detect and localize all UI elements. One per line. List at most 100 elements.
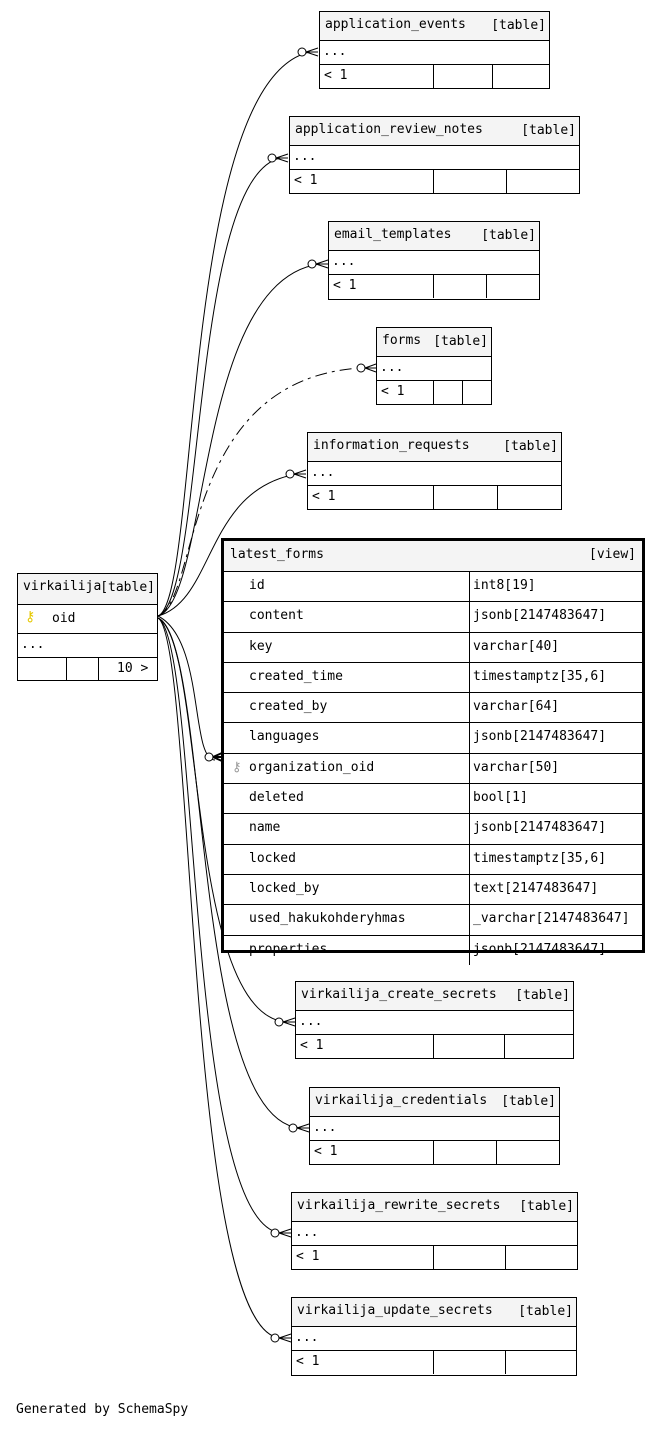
table-footer: < 1 xyxy=(292,1351,576,1374)
more-columns: ... xyxy=(377,357,491,381)
table-virkailija-create-secrets[interactable]: virkailija_create_secrets [table] ... < 1 xyxy=(295,981,574,1059)
table-name: information_requests xyxy=(313,438,470,453)
table-virkailija-update-secrets[interactable]: virkailija_update_secrets [table] ... < 1 xyxy=(291,1297,577,1376)
table-name: application_review_notes xyxy=(295,122,483,137)
table-kind: [table] xyxy=(515,988,570,1003)
column-name-cell: deleted xyxy=(224,784,470,814)
table-header: application_review_notes [table] xyxy=(290,117,579,146)
parents-count: < 1 xyxy=(296,1354,320,1369)
table-header: virkailija_rewrite_secrets [table] xyxy=(292,1193,577,1222)
footer-cell: < 1 xyxy=(292,1246,433,1269)
table-footer: < 1 xyxy=(377,381,491,404)
column-type-cell: jsonb[2147483647] xyxy=(470,602,642,631)
table-header: virkailija_credentials[table] xyxy=(310,1088,559,1117)
column-type-cell: _varchar[2147483647] xyxy=(470,905,642,934)
table-footer: < 1 xyxy=(329,275,539,298)
table-footer: < 1 xyxy=(320,65,549,88)
table-header: application_events[table] xyxy=(320,12,549,41)
footer-cell xyxy=(433,1035,504,1058)
column-name: used_hakukohderyhmas xyxy=(249,911,406,927)
footer-cell: 10 > xyxy=(98,658,157,681)
footer-cell: < 1 xyxy=(329,275,433,298)
column-row: ⚷ oid xyxy=(18,605,157,634)
column-type-cell: timestamptz[35,6] xyxy=(470,845,642,874)
table-footer: < 1 xyxy=(308,486,561,509)
table-kind: [table] xyxy=(518,1304,573,1319)
table-name: virkailija_create_secrets xyxy=(301,987,497,1002)
ellipsis-text: ... xyxy=(299,1014,323,1029)
column-name-cell: ⚷organization_oid xyxy=(224,753,470,784)
table-kind: [table] xyxy=(521,123,576,138)
more-columns: ... xyxy=(290,146,579,170)
footer-cell xyxy=(433,381,462,404)
more-columns: ... xyxy=(320,41,549,65)
foreign-key-icon: ⚷ xyxy=(232,759,242,775)
table-application-events[interactable]: application_events[table] ... < 1 xyxy=(319,11,550,89)
view-name: latest_forms xyxy=(230,547,324,562)
column-type-cell: int8[19] xyxy=(470,572,642,601)
footer-cell xyxy=(433,1351,505,1374)
column-type-cell: text[2147483647] xyxy=(470,875,642,904)
table-name: forms xyxy=(382,333,422,348)
table-information-requests[interactable]: information_requests [table] ... < 1 xyxy=(307,432,562,510)
parents-count: < 1 xyxy=(312,489,336,504)
table-virkailija-rewrite-secrets[interactable]: virkailija_rewrite_secrets[table] ... < … xyxy=(291,1192,578,1270)
footer-cell xyxy=(504,1035,573,1058)
footer-cell: < 1 xyxy=(310,1141,433,1164)
view-column-row: used_hakukohderyhmas _varchar[2147483647] xyxy=(224,905,642,936)
table-kind: [table] xyxy=(501,1094,556,1109)
column-name-cell: used_hakukohderyhmas xyxy=(224,905,470,935)
table-name: virkailija_rewrite_secrets xyxy=(297,1198,501,1213)
column-name-cell: name xyxy=(224,814,470,844)
table-email-templates[interactable]: email_templates[table] ... < 1 xyxy=(328,221,540,300)
ellipsis-text: ... xyxy=(332,254,356,269)
children-count: 10 > xyxy=(117,661,149,676)
column-type-cell: timestamptz[35,6] xyxy=(470,663,642,692)
table-footer: < 1 xyxy=(310,1141,559,1164)
table-name: virkailija_update_secrets xyxy=(297,1303,493,1318)
parents-count: < 1 xyxy=(300,1038,324,1053)
ellipsis-text: ... xyxy=(21,637,45,652)
table-virkailija[interactable]: virkailija [table] ⚷ oid ... 10 > xyxy=(17,573,158,681)
column-name-cell: key xyxy=(224,632,470,662)
more-columns: ... xyxy=(308,462,561,486)
column-type: jsonb[2147483647] xyxy=(473,608,607,624)
table-header: virkailija [table] xyxy=(18,574,157,605)
footer-cell xyxy=(492,65,549,88)
ellipsis-text: ... xyxy=(323,44,347,59)
ellipsis-text: ... xyxy=(295,1330,319,1345)
column-type: jsonb[2147483647] xyxy=(473,729,607,745)
table-virkailija-credentials[interactable]: virkailija_credentials[table] ... < 1 xyxy=(309,1087,560,1165)
table-forms[interactable]: forms[table] ... < 1 xyxy=(376,327,492,405)
footer-cell: < 1 xyxy=(296,1035,433,1058)
parents-count: < 1 xyxy=(333,278,357,293)
ellipsis-text: ... xyxy=(293,149,317,164)
column-name-cell: created_time xyxy=(224,662,470,693)
parents-count: < 1 xyxy=(324,68,348,83)
view-column-row: languages jsonb[2147483647] xyxy=(224,723,642,754)
footer-cell xyxy=(505,1351,576,1374)
column-type-cell: jsonb[2147483647] xyxy=(470,936,642,965)
generated-by-footer: Generated by SchemaSpy xyxy=(16,1402,189,1417)
footer-cell xyxy=(505,1246,577,1269)
column-type-cell: varchar[50] xyxy=(470,754,642,783)
more-columns: ... xyxy=(310,1117,559,1141)
parents-count: < 1 xyxy=(296,1249,320,1264)
column-name-cell: created_by xyxy=(224,693,470,723)
column-name-cell: content xyxy=(224,602,470,632)
footer-cell xyxy=(496,1141,559,1164)
table-kind: [table] xyxy=(519,1199,574,1214)
table-application-review-notes[interactable]: application_review_notes[table] ... < 1 xyxy=(289,116,580,194)
footer-cell: < 1 xyxy=(308,486,433,509)
ellipsis-text: ... xyxy=(380,360,404,375)
table-footer: < 1 xyxy=(296,1035,573,1058)
column-type: varchar[64] xyxy=(473,699,560,715)
table-kind: [table] xyxy=(503,439,558,454)
column-name: languages xyxy=(249,729,320,745)
